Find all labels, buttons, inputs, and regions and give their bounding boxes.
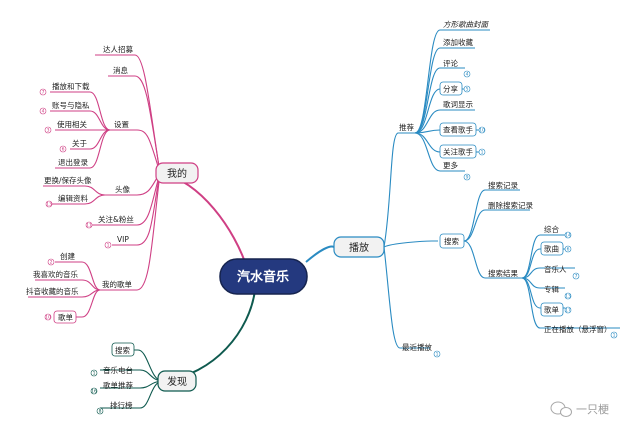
branch-wode[interactable]: 我的 — [155, 162, 199, 184]
node-jieguo-3[interactable]: 音乐人 — [544, 264, 567, 274]
svg-text:3: 3 — [47, 128, 50, 134]
svg-text:7: 7 — [575, 274, 578, 280]
watermark-text: 一只梗 — [576, 402, 609, 416]
svg-text:7: 7 — [42, 90, 45, 96]
node-sousuo-shanchu[interactable]: 删除搜索记录 — [488, 200, 533, 210]
svg-text:1: 1 — [613, 333, 616, 339]
node-jieguo-6[interactable]: 正在播放（悬浮窗） — [544, 324, 612, 334]
node-tuijian-7[interactable]: 关注歌手 — [443, 147, 473, 157]
node-tuijian-3[interactable]: 评论 — [443, 58, 458, 68]
node-gedan[interactable]: 我的歌单 — [102, 279, 132, 289]
node-jieguo-1[interactable]: 综合 — [544, 224, 559, 234]
node-zuijin[interactable]: 最近播放 — [402, 342, 432, 352]
node-daren[interactable]: 达人招募 — [103, 44, 133, 54]
node-sousuo[interactable]: 搜索 — [444, 236, 459, 246]
node-tuijian-8[interactable]: 更多 — [443, 160, 458, 170]
connectors — [28, 29, 620, 409]
wechat-icon — [550, 401, 572, 417]
node-shezhi-1[interactable]: 播放和下载 — [52, 81, 90, 91]
node-vip[interactable]: VIP — [117, 235, 129, 244]
node-faxian-1[interactable]: 搜索 — [115, 345, 130, 355]
svg-text:8: 8 — [99, 409, 102, 415]
svg-text:1: 1 — [436, 352, 439, 358]
svg-text:13: 13 — [565, 294, 571, 300]
node-jieguo-5[interactable]: 歌单 — [544, 305, 559, 315]
wode-labels: 达人招募 消息 设置 播放和下载 7 账号与隐私 4 使用相关 3 关于 6 退… — [26, 44, 134, 324]
svg-text:发现: 发现 — [167, 375, 187, 388]
node-faxian-4[interactable]: 排行榜 — [110, 400, 133, 410]
svg-text:1: 1 — [481, 150, 484, 156]
node-shezhi-5[interactable]: 退出登录 — [58, 157, 88, 167]
node-shezhi[interactable]: 设置 — [114, 119, 129, 129]
branch-bofang[interactable]: 播放 — [333, 236, 385, 258]
node-jieguo-4[interactable]: 专辑 — [544, 284, 559, 294]
node-tuijian-6[interactable]: 查看歌手 — [443, 125, 473, 135]
node-faxian-2[interactable]: 音乐电台 — [103, 365, 133, 375]
svg-text:我的: 我的 — [167, 167, 187, 180]
svg-text:10: 10 — [45, 315, 51, 321]
node-touxiang-1[interactable]: 更换/保存头像 — [44, 175, 92, 185]
node-tuijian-4[interactable]: 分享 — [443, 84, 458, 94]
node-tuijian-5[interactable]: 歌词显示 — [443, 99, 473, 109]
node-touxiang-2[interactable]: 编辑资料 — [58, 193, 88, 203]
node-tuijian-1[interactable]: 方形歌曲封面 — [443, 20, 489, 29]
svg-text:6: 6 — [62, 147, 65, 153]
svg-text:播放: 播放 — [349, 241, 369, 254]
node-shezhi-2[interactable]: 账号与隐私 — [52, 100, 90, 110]
svg-text:2: 2 — [50, 260, 53, 266]
node-tuijian-2[interactable]: 添加收藏 — [443, 37, 473, 47]
svg-text:4: 4 — [466, 72, 469, 78]
svg-text:4: 4 — [42, 109, 45, 115]
svg-text:14: 14 — [565, 233, 571, 239]
node-sousuo-jilu[interactable]: 搜索记录 — [488, 180, 518, 190]
node-gedan-1[interactable]: 创建 — [60, 251, 75, 261]
svg-text:9: 9 — [466, 175, 469, 181]
node-xiaoxi[interactable]: 消息 — [113, 65, 128, 75]
node-shezhi-4[interactable]: 关于 — [72, 138, 87, 148]
center-title: 汽水音乐 — [237, 269, 289, 285]
node-gedan-4[interactable]: 歌单 — [58, 312, 73, 322]
branch-faxian[interactable]: 发现 — [157, 370, 197, 392]
center-node[interactable]: 汽水音乐 — [219, 258, 308, 295]
node-tuijian[interactable]: 推荐 — [399, 122, 414, 132]
node-faxian-3[interactable]: 歌单推荐 — [103, 380, 133, 390]
node-touxiang[interactable]: 头像 — [115, 184, 130, 194]
node-gedan-2[interactable]: 我喜欢的音乐 — [33, 269, 78, 279]
svg-text:10: 10 — [479, 128, 485, 134]
svg-text:1: 1 — [93, 371, 96, 377]
svg-text:16: 16 — [91, 389, 97, 395]
svg-text:11: 11 — [86, 223, 92, 229]
bofang-labels: 推荐 方形歌曲封面 添加收藏 评论 4 分享 5 歌词显示 查看歌手 10 关注… — [399, 20, 618, 358]
node-shezhi-3[interactable]: 使用相关 — [57, 119, 87, 129]
node-gedan-3[interactable]: 抖音收藏的音乐 — [26, 286, 79, 296]
faxian-labels: 搜索 音乐电台 1 歌单推荐 16 排行榜 8 — [90, 342, 135, 415]
svg-text:1: 1 — [107, 243, 110, 249]
svg-text:5: 5 — [466, 87, 469, 93]
node-guanzhu[interactable]: 关注&粉丝 — [98, 214, 134, 224]
node-jieguo-2[interactable]: 歌曲 — [544, 244, 559, 254]
svg-text:17: 17 — [565, 308, 571, 314]
svg-text:13: 13 — [46, 202, 52, 208]
watermark: 一只梗 — [550, 401, 609, 417]
node-sousuo-jieguo[interactable]: 搜索结果 — [488, 268, 518, 278]
svg-text:6: 6 — [567, 247, 570, 253]
